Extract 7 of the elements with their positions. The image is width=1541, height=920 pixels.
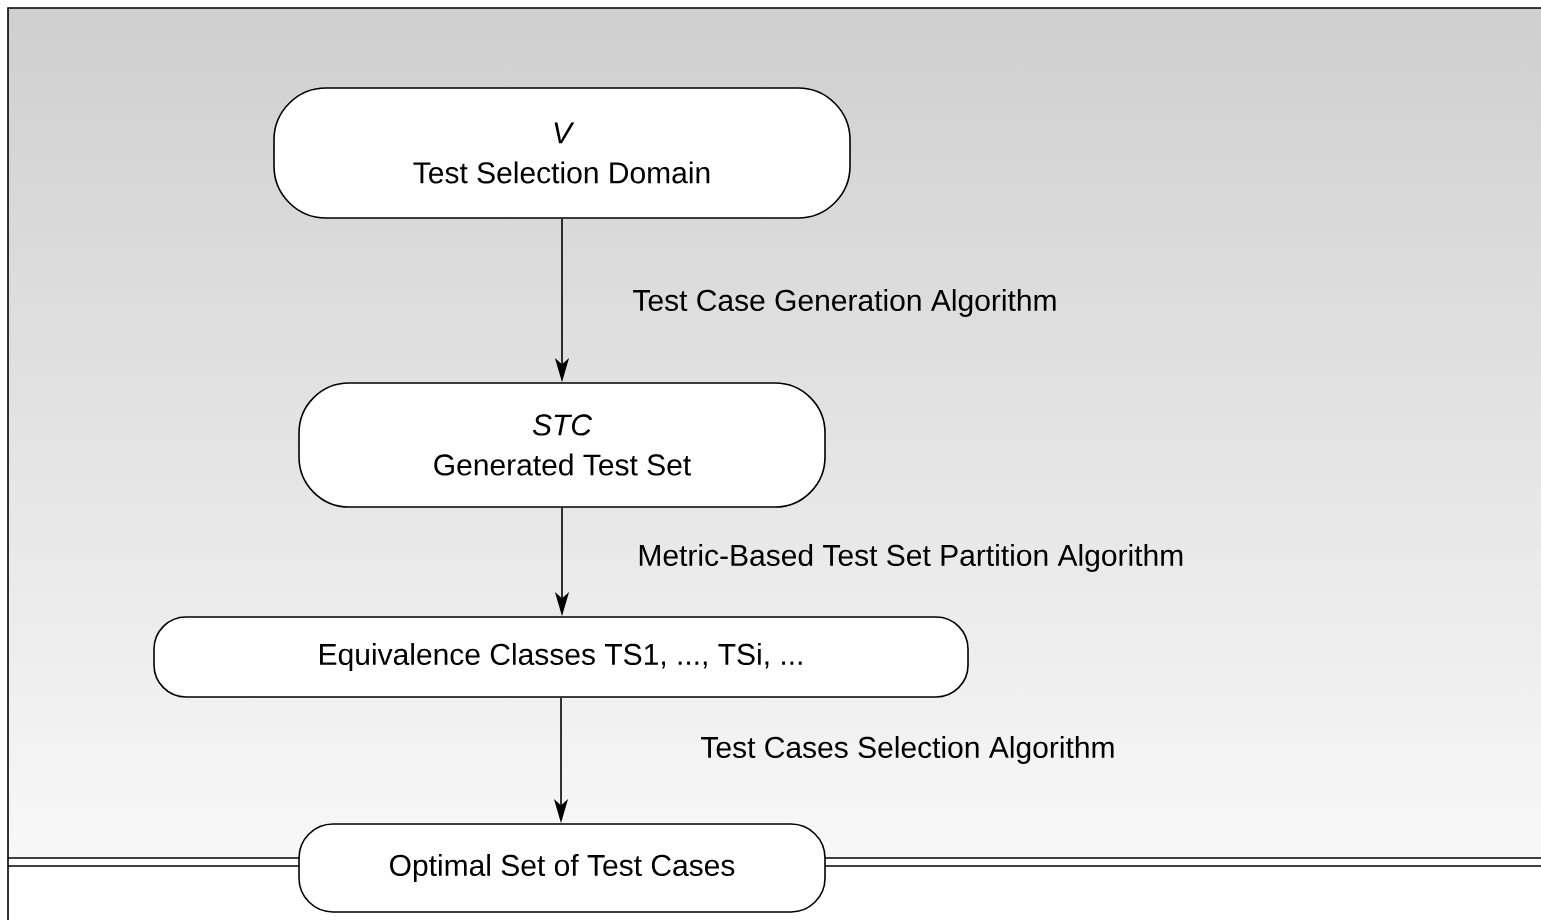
edge-label: Metric-Based Test Set Partition Algorithm <box>639 544 1183 572</box>
edge-label: Test Case Generation Algorithm <box>633 289 1056 317</box>
process-box: V Test Selection Domain <box>273 87 851 219</box>
process-box: Equivalence Classes TS1, ..., TSi, ... <box>153 616 969 698</box>
process-box: STC Generated Test Set <box>298 382 826 508</box>
process-box: Optimal Set of Test Cases <box>298 823 826 913</box>
edge-label: Test Cases Selection Algorithm <box>701 736 1114 764</box>
